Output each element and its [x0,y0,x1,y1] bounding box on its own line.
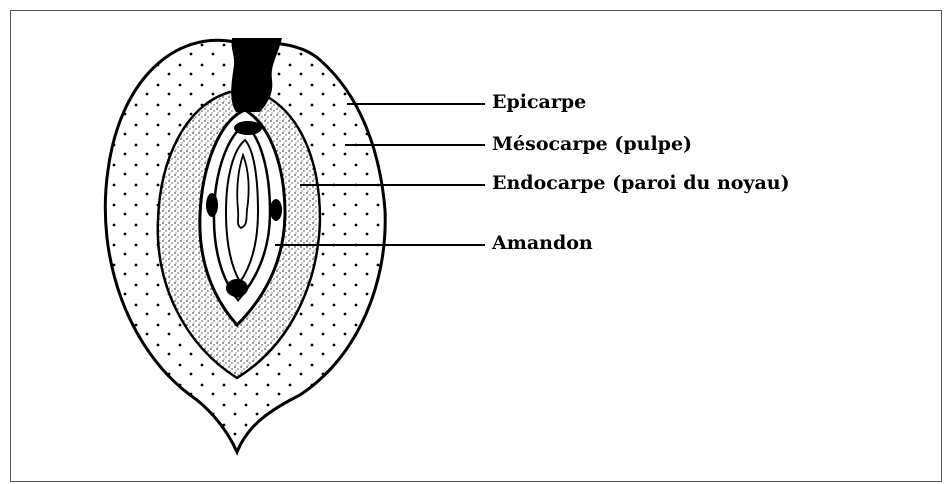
bottom-spot [226,279,248,297]
right-spot [270,199,282,221]
label-amandon: Amandon [492,234,593,253]
label-endocarpe: Endocarpe (paroi du noyau) [492,174,790,193]
top-spot [234,121,262,135]
label-epicarpe: Epicarpe [492,93,586,112]
label-mesocarpe: Mésocarpe (pulpe) [492,135,692,154]
left-spot [206,193,218,217]
